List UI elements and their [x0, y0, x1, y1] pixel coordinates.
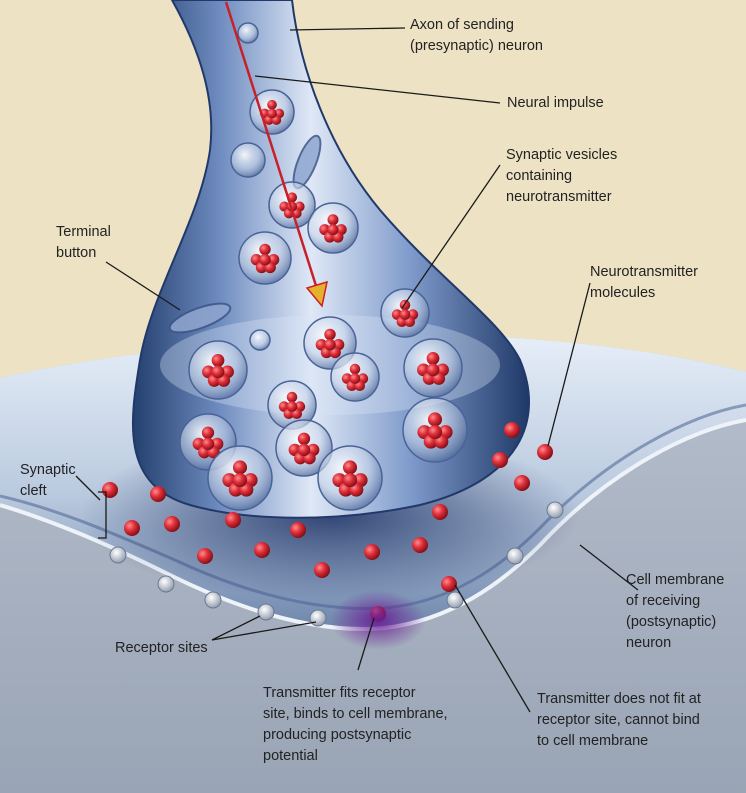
vesicle-molecule: [327, 224, 339, 236]
receptor-site: [157, 575, 175, 593]
vesicle-molecule: [259, 243, 271, 256]
leader-cleft: [75, 475, 101, 501]
label-axon: Axon of sending(presynaptic) neuron: [410, 17, 543, 54]
vesicle-molecule: [399, 309, 411, 320]
neurotransmitter-molecule: [514, 475, 530, 491]
neurotransmitter-molecule: [124, 520, 140, 536]
neurotransmitter-molecule: [290, 522, 306, 538]
vesicle-molecule: [211, 365, 225, 379]
vesicle-molecule: [267, 108, 277, 119]
leader-membrane: [579, 544, 639, 591]
leader-receptor-b: [211, 621, 317, 641]
vesicle-molecule: [426, 363, 440, 377]
vesicle-molecule: [201, 437, 215, 451]
vesicle-molecule: [297, 432, 311, 445]
receptor-site: [309, 609, 327, 627]
receptor-site: [109, 546, 127, 564]
vesicle: [237, 22, 259, 44]
vesicle-molecule: [211, 354, 225, 367]
leader-axon: [289, 27, 406, 31]
vesicle-molecule: [399, 299, 411, 311]
receptor-site: [446, 591, 464, 609]
leader-vesicles: [401, 164, 501, 309]
vesicle-molecule: [232, 460, 248, 475]
neural-impulse-arrowhead: [305, 280, 328, 308]
vesicle: [230, 142, 266, 178]
vesicle-molecule: [426, 352, 440, 365]
vesicle-molecule: [349, 373, 361, 384]
neurotransmitter-molecule: [314, 562, 330, 578]
neurotransmitter-molecule: [537, 444, 553, 460]
receptor-site: [546, 501, 564, 519]
neurotransmitter-molecule: [412, 537, 428, 553]
leader-fits: [357, 617, 375, 671]
neurotransmitter-molecule: [164, 516, 180, 532]
leader-impulse: [254, 75, 501, 104]
vesicle-molecule: [232, 473, 248, 488]
leader-receptor-a: [211, 615, 261, 641]
neurotransmitter-molecule: [150, 486, 166, 502]
receptor-site: [506, 547, 524, 565]
vesicle-molecule: [349, 363, 361, 375]
neurotransmitter-molecule: [504, 422, 520, 438]
vesicle-molecule: [286, 391, 298, 403]
vesicle-molecule: [201, 426, 215, 439]
vesicle: [249, 329, 271, 351]
neurotransmitter-molecule: [432, 504, 448, 520]
neurotransmitter-molecule: [102, 482, 118, 498]
receptor-sites: [109, 501, 564, 627]
binding-glow: [330, 590, 426, 650]
vesicle-molecule: [297, 443, 311, 457]
leader-nofit: [454, 584, 531, 713]
vesicle-molecule: [286, 401, 298, 412]
vesicle-molecule: [427, 412, 443, 427]
vesicle-molecule: [327, 214, 339, 226]
vesicle-molecule: [267, 99, 277, 110]
neural-impulse-arrow: [224, 1, 320, 293]
vesicle-molecule: [342, 460, 358, 475]
synaptic-vesicles: [179, 22, 468, 511]
leader-molecules: [547, 282, 591, 447]
vesicle-molecule: [324, 328, 336, 341]
vesicle-molecule: [427, 425, 443, 440]
leader-lines: [75, 27, 639, 713]
label-neural-impulse: Neural impulse: [507, 95, 604, 111]
label-receptor-sites: Receptor sites: [115, 640, 208, 656]
cleft-bracket: [98, 491, 107, 539]
neurotransmitter-molecule: [225, 512, 241, 528]
vesicle-molecule: [324, 338, 336, 351]
neurotransmitter-molecule: [492, 452, 508, 468]
neurotransmitter-molecule: [364, 544, 380, 560]
neurotransmitter-molecule: [254, 542, 270, 558]
vesicle-molecule: [342, 473, 358, 488]
leader-terminal: [105, 261, 181, 311]
neurotransmitter-molecule: [197, 548, 213, 564]
receptor-site: [257, 603, 275, 621]
receptor-site: [204, 591, 222, 609]
mitochondrion-lower: [168, 302, 232, 334]
neurotransmitter-molecule: [441, 576, 457, 592]
vesicle-molecule: [259, 253, 271, 266]
